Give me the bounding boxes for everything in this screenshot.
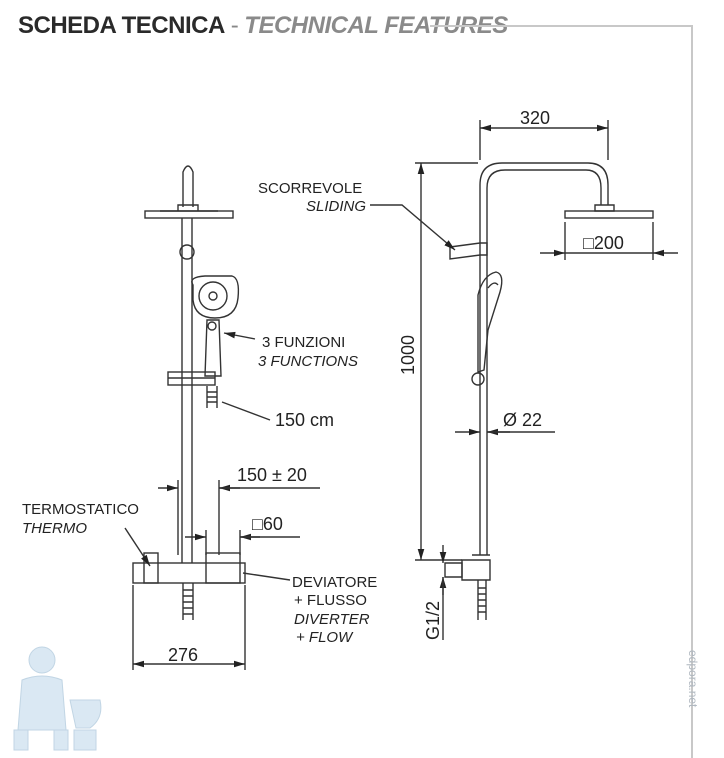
side-dimensions: [370, 120, 678, 640]
diverter-label-it-2: + FLUSSO: [294, 592, 367, 609]
connection-dimension: G1/2: [423, 600, 443, 640]
title-separator: -: [230, 12, 239, 39]
functions-label-it: 3 FUNZIONI: [262, 334, 346, 351]
diverter-label-it-1: DEVIATORE: [292, 574, 378, 591]
front-leaders: [124, 331, 291, 581]
thermostatic-label-it: TERMOSTATICO: [22, 501, 139, 518]
page-title: SCHEDA TECNICA-TECHNICAL FEATURES: [18, 12, 508, 40]
centers-dimension: 150 ± 20: [237, 465, 307, 485]
side-view-shower: [444, 162, 654, 620]
front-dimensions: [132, 480, 320, 670]
valve-size-dimension: □60: [252, 514, 283, 534]
height-dimension: 1000: [398, 334, 418, 375]
sliding-label-it: SCORREVOLE: [258, 180, 363, 197]
hose-length-label: 150 cm: [275, 410, 335, 430]
head-size-dimension: □200: [583, 233, 624, 253]
plumber-mascot: [13, 646, 102, 751]
sliding-label-en: SLIDING: [306, 198, 367, 215]
frame-top-line: [430, 25, 692, 27]
arm-length-dimension: 320: [520, 108, 551, 128]
title-italian: SCHEDA TECNICA: [18, 12, 225, 39]
watermark: edpora.net: [686, 650, 700, 708]
functions-label-en: 3 FUNCTIONS: [258, 353, 359, 370]
front-view-shower: [132, 165, 246, 620]
thermostatic-label-en: THERMO: [22, 520, 87, 537]
diverter-label-en-2: + FLOW: [296, 629, 353, 646]
frame-right-line: [691, 25, 693, 758]
pipe-diameter-dimension: Ø 22: [503, 410, 543, 430]
width-dimension: 276: [168, 645, 199, 665]
diverter-label-en-1: DIVERTER: [294, 611, 370, 628]
